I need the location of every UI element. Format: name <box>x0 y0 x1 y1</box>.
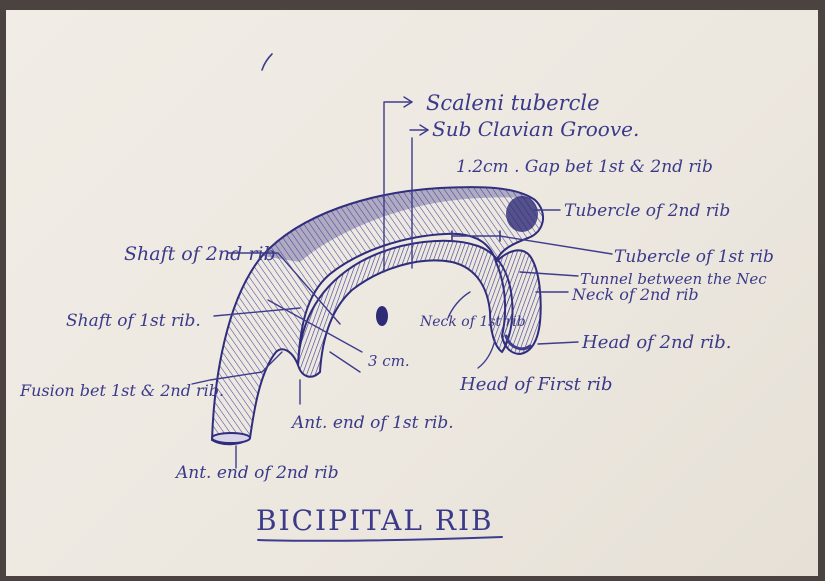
label-scaleni-tubercle: Scaleni tubercle <box>426 91 600 115</box>
leader-3cm <box>330 352 360 372</box>
label-tubercle-1st: Tubercle of 1st rib <box>614 247 774 267</box>
leader-head-first <box>478 340 495 368</box>
ant-end-2nd-ellipse <box>212 433 250 443</box>
label-head-2nd: Head of 2nd rib. <box>581 332 731 353</box>
label-shaft-1st: Shaft of 1st rib. <box>66 311 201 331</box>
neck-1st-dark <box>376 306 388 326</box>
label-subclavian-groove: Sub Clavian Groove. <box>432 117 639 141</box>
tubercle-cap <box>506 196 538 232</box>
label-gap: 1.2cm . Gap bet 1st & 2nd rib <box>456 157 713 177</box>
leader-head-2nd <box>538 342 578 344</box>
label-tubercle-2nd: Tubercle of 2nd rib <box>564 201 730 221</box>
label-shaft-2nd: Shaft of 2nd rib <box>124 243 276 265</box>
label-ant-end-2nd: Ant. end of 2nd rib <box>174 463 339 483</box>
diagram-title: BICIPITAL RIB <box>256 504 494 537</box>
label-neck-1st: Neck of 1st rib <box>419 314 526 330</box>
label-neck-2nd: Neck of 2nd rib <box>571 285 699 304</box>
stray-mark <box>262 54 272 70</box>
label-fusion: Fusion bet 1st & 2nd rib. <box>19 381 224 400</box>
label-ant-end-1st: Ant. end of 1st rib. <box>290 413 454 433</box>
title-underline <box>258 537 502 541</box>
label-3cm: 3 cm. <box>368 352 410 370</box>
label-head-first: Head of First rib <box>459 374 612 395</box>
